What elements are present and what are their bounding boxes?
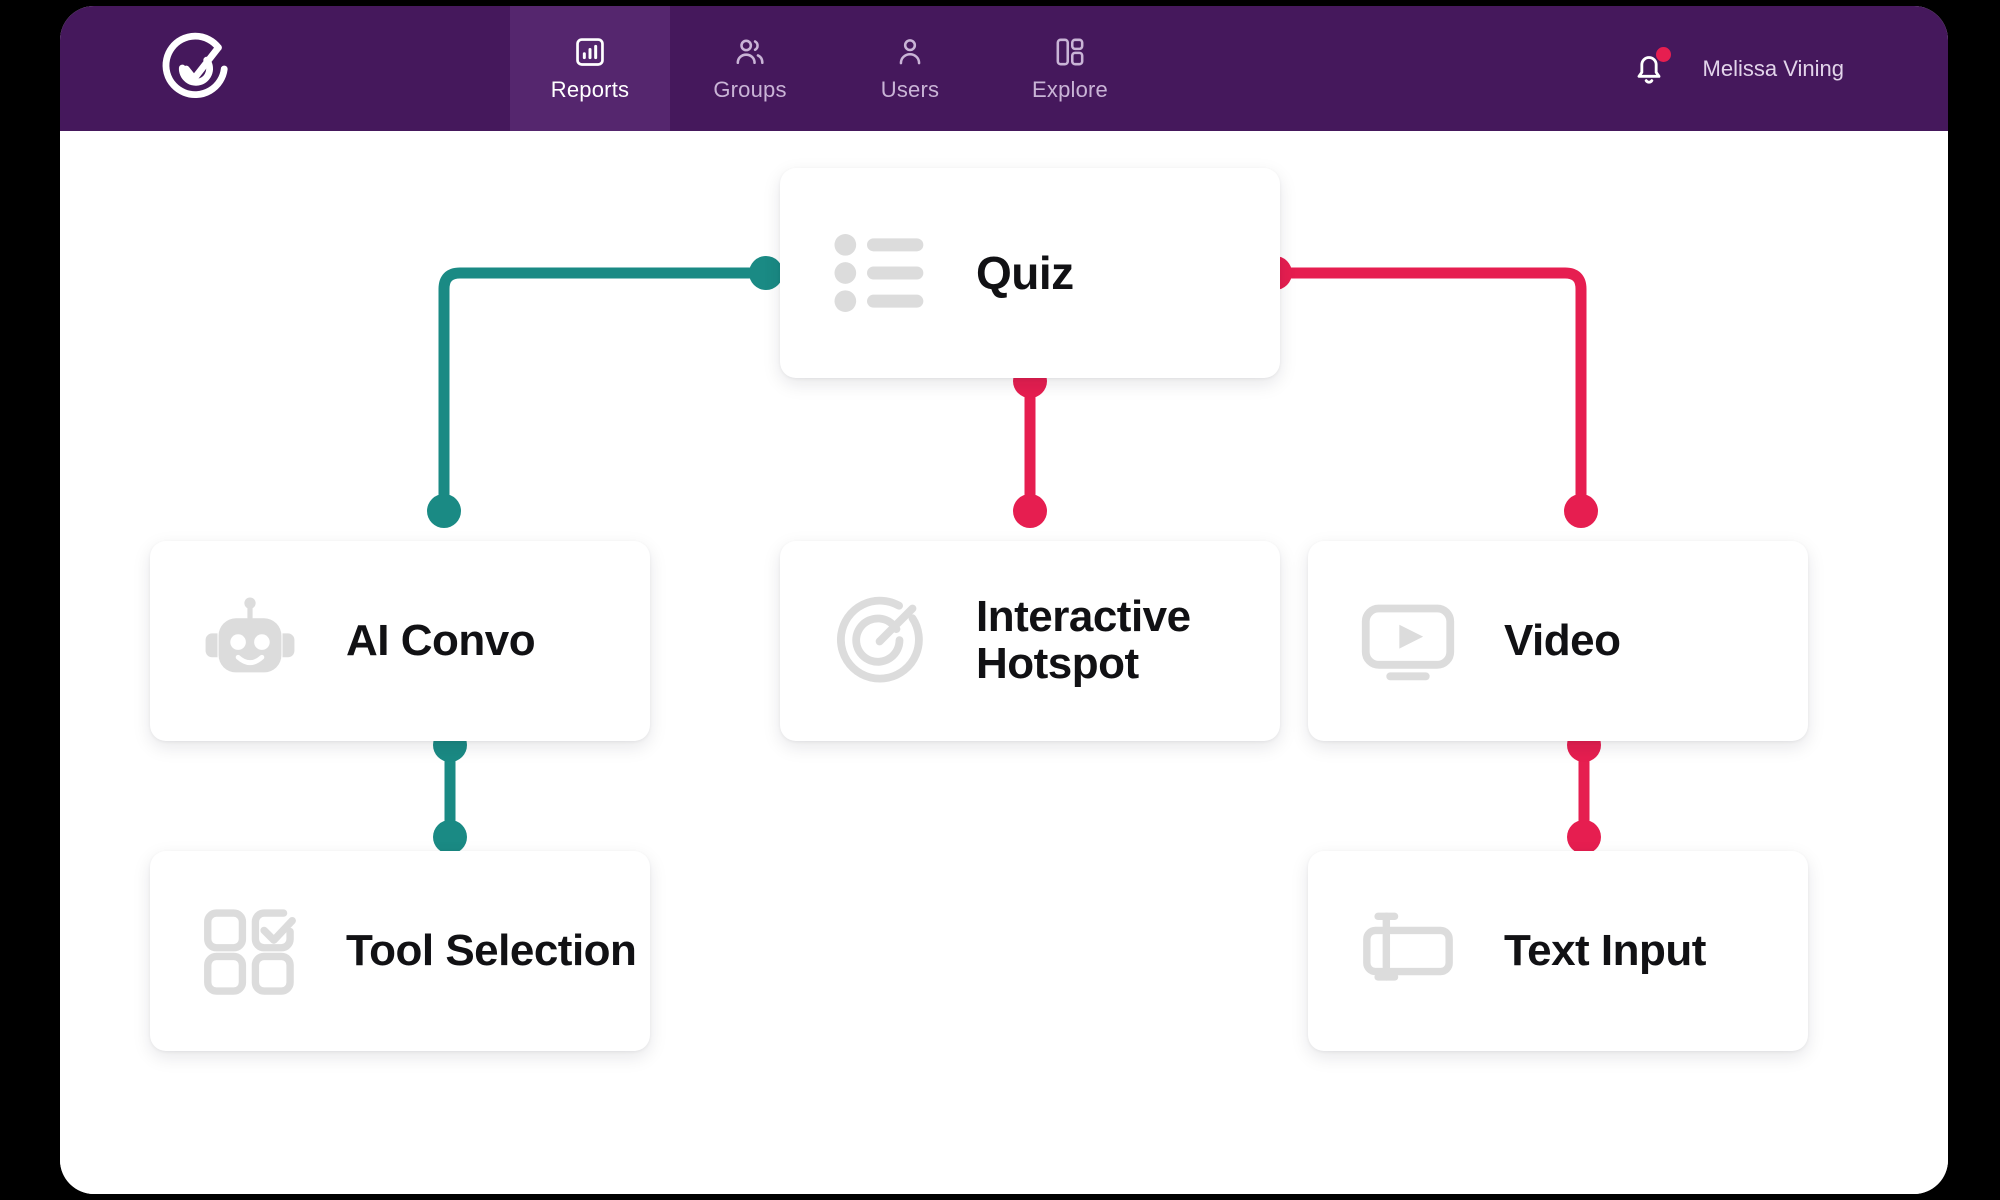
flow-node-ai-convo[interactable]: AI Convo	[150, 541, 650, 741]
header-actions: Melissa Vining	[1629, 6, 1948, 131]
bell-icon	[1637, 55, 1660, 84]
main-nav: Reports Groups Users	[510, 6, 1150, 131]
connector-dot-hotspot-top	[1013, 494, 1047, 528]
flow-node-tool-selection-label: Tool Selection	[346, 925, 637, 975]
nav-tab-groups-label: Groups	[713, 76, 787, 102]
text-field-icon	[1363, 912, 1453, 981]
robot-icon	[205, 597, 295, 673]
flow-node-hotspot[interactable]: Interactive Hotspot	[780, 541, 1280, 741]
dashboard-layout-icon	[1056, 38, 1084, 65]
bullet-list-icon	[834, 234, 924, 312]
notification-badge	[1655, 46, 1671, 62]
nav-tab-reports-label: Reports	[550, 76, 630, 102]
flow-node-text-input[interactable]: Text Input	[1308, 851, 1808, 1051]
check-circle-logo-icon	[162, 32, 228, 98]
notifications-button[interactable]	[1629, 46, 1671, 91]
flow-node-quiz-label: Quiz	[976, 246, 1074, 299]
flow-node-video-label: Video	[1504, 615, 1621, 665]
flow-node-text-input-label: Text Input	[1504, 925, 1706, 975]
flow-node-tool-selection[interactable]: Tool Selection	[150, 851, 650, 1051]
connector-dot-text-input-top	[1567, 820, 1601, 854]
flow-node-video[interactable]: Video	[1308, 541, 1808, 741]
video-player-icon	[1361, 604, 1455, 681]
app-window: Reports Groups Users	[60, 6, 1948, 1194]
flow-canvas: Quiz AI Convo Interactive Hot	[60, 131, 1948, 1194]
flow-node-quiz[interactable]: Quiz	[780, 168, 1280, 378]
nav-tab-reports[interactable]: Reports	[510, 6, 670, 131]
connector-dot-video-top	[1564, 494, 1598, 528]
nav-tab-groups[interactable]: Groups	[670, 6, 830, 131]
app-header: Reports Groups Users	[60, 6, 1948, 131]
target-arrow-icon	[837, 596, 923, 683]
connector-dot-quiz-left	[749, 256, 783, 290]
nav-tab-explore-label: Explore	[1032, 76, 1108, 102]
nav-tab-users[interactable]: Users	[830, 6, 990, 131]
connector-dot-tool-select-top	[433, 820, 467, 854]
bar-chart-icon	[576, 37, 604, 66]
checkbox-grid-icon	[204, 909, 296, 995]
user-name-label[interactable]: Melissa Vining	[1702, 55, 1844, 81]
nav-tab-users-label: Users	[880, 76, 940, 102]
users-group-icon	[736, 39, 764, 64]
connector-dot-ai-convo-top	[427, 494, 461, 528]
flow-node-hotspot-label: Interactive Hotspot	[976, 592, 1191, 688]
user-icon	[899, 38, 921, 64]
flow-node-ai-convo-label: AI Convo	[346, 615, 536, 665]
nav-tab-explore[interactable]: Explore	[990, 6, 1150, 131]
logo[interactable]	[60, 6, 510, 131]
